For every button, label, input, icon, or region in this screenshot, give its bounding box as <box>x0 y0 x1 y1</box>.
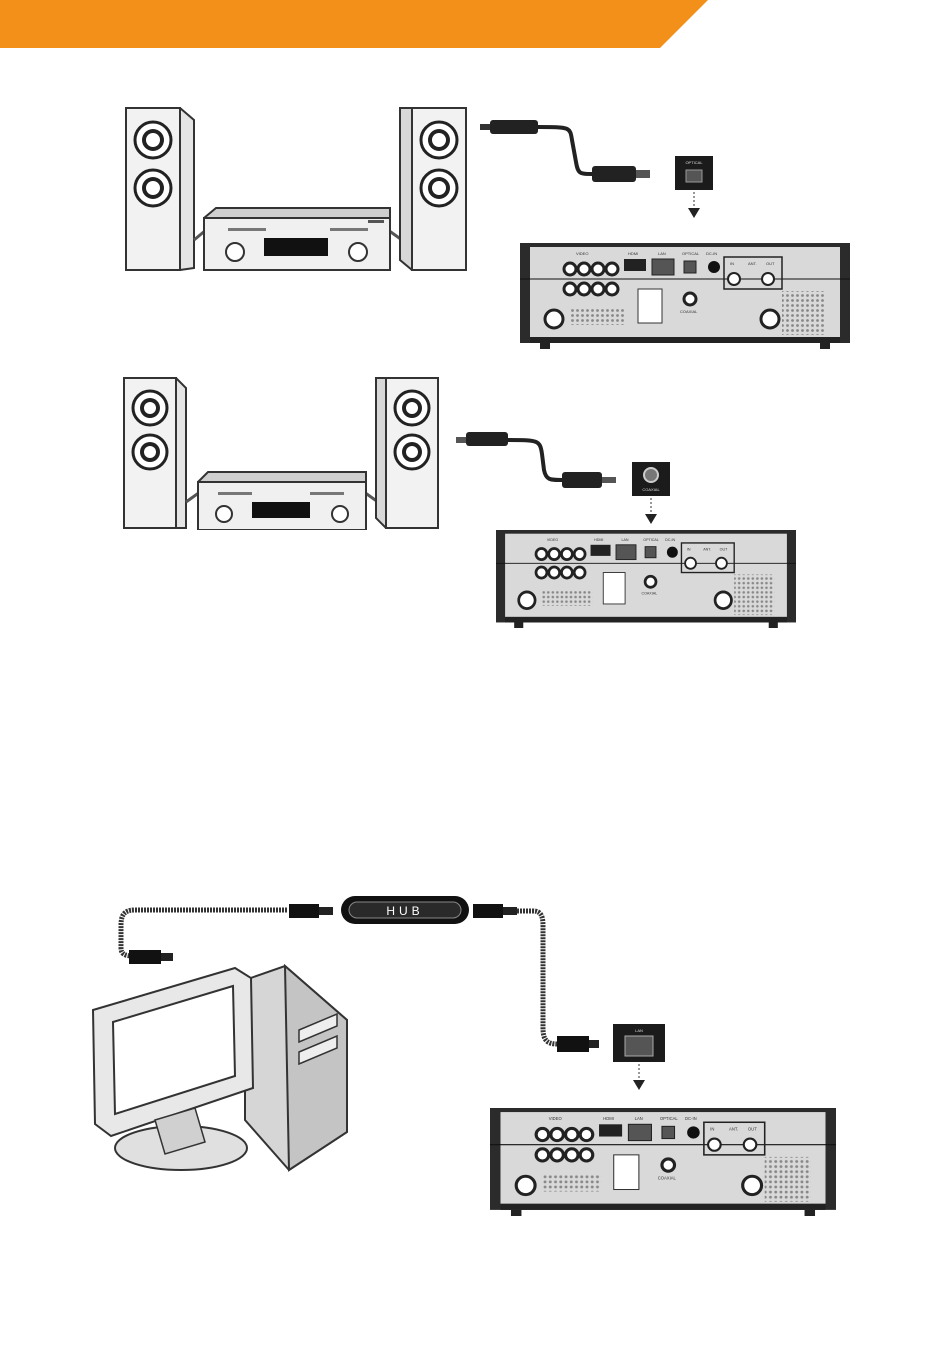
amplifier <box>194 208 402 270</box>
svg-text:IN: IN <box>730 261 734 266</box>
svg-text:COAXIAL: COAXIAL <box>642 487 660 492</box>
svg-text:OPTICAL: OPTICAL <box>682 251 700 256</box>
svg-text:COAXIAL: COAXIAL <box>680 309 698 314</box>
media-player-rear-panel-1: VIDEO HDMI LAN OPTICAL DC-IN IN ANT. OUT… <box>520 243 850 349</box>
svg-text:LAN: LAN <box>635 1028 643 1033</box>
svg-text:DC-IN: DC-IN <box>665 538 675 542</box>
svg-text:COAXIAL: COAXIAL <box>658 1175 677 1180</box>
desktop-computer <box>93 966 347 1170</box>
svg-text:LAN: LAN <box>658 251 666 256</box>
coaxial-connection-diagram: COAXIAL <box>110 370 810 530</box>
media-player-rear-panel-2: VIDEO HDMI LAN OPTICAL DC-IN IN ANT. OUT… <box>496 530 796 628</box>
svg-text:LAN: LAN <box>621 538 628 542</box>
svg-text:HDMI: HDMI <box>603 1116 614 1121</box>
svg-text:VIDEO: VIDEO <box>576 251 588 256</box>
coaxial-cable <box>456 432 616 488</box>
lan-cable-left <box>121 904 333 964</box>
left-speaker <box>124 378 186 528</box>
lan-port-callout: LAN <box>613 1024 665 1090</box>
svg-text:HDMI: HDMI <box>628 251 638 256</box>
svg-text:VIDEO: VIDEO <box>547 538 558 542</box>
svg-text:DC-IN: DC-IN <box>706 251 717 256</box>
svg-text:OUT: OUT <box>720 547 728 551</box>
svg-text:OPTICAL: OPTICAL <box>643 538 659 542</box>
amplifier <box>186 472 378 530</box>
svg-text:HUB: HUB <box>386 904 423 918</box>
svg-text:ANT.: ANT. <box>703 547 711 551</box>
optical-cable <box>480 120 650 182</box>
svg-text:COAXIAL: COAXIAL <box>641 592 657 596</box>
svg-text:IN: IN <box>710 1126 714 1131</box>
svg-text:IN: IN <box>687 547 691 551</box>
lan-cable-right <box>473 904 599 1052</box>
svg-text:ANT.: ANT. <box>729 1126 738 1131</box>
right-speaker <box>400 108 466 270</box>
svg-text:VIDEO: VIDEO <box>549 1116 563 1121</box>
svg-text:ANT.: ANT. <box>748 261 757 266</box>
svg-text:DC-IN: DC-IN <box>685 1116 697 1121</box>
header-band <box>0 0 950 48</box>
coaxial-port-callout: COAXIAL <box>632 462 670 524</box>
svg-text:OPTICAL: OPTICAL <box>660 1116 679 1121</box>
svg-text:HDMI: HDMI <box>594 538 603 542</box>
svg-text:OPTICAL: OPTICAL <box>685 160 703 165</box>
left-speaker <box>126 108 194 270</box>
svg-text:OUT: OUT <box>748 1126 757 1131</box>
right-speaker <box>376 378 438 528</box>
hub: HUB <box>341 896 469 924</box>
svg-text:LAN: LAN <box>635 1116 643 1121</box>
optical-port-callout: OPTICAL <box>675 156 713 218</box>
svg-text:OUT: OUT <box>766 261 775 266</box>
media-player-rear-panel-3: VIDEO HDMI LAN OPTICAL DC-IN IN ANT. OUT… <box>490 1108 836 1216</box>
